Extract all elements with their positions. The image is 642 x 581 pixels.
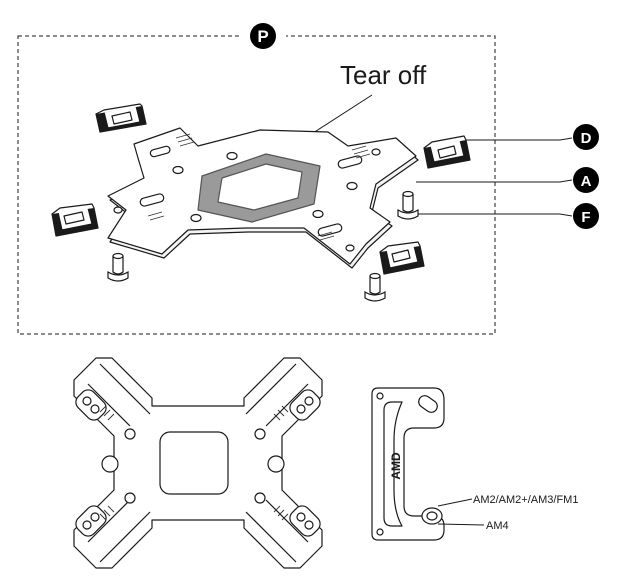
leader-lines (416, 137, 573, 217)
mounting-clip (95, 103, 147, 133)
flat-backplate (73, 357, 323, 569)
amd-brand-label: AMD (389, 452, 403, 480)
mounting-clip (51, 203, 99, 237)
group-marker-p: P (240, 22, 286, 52)
accessory-kit-panel: P Tear off (17, 22, 599, 335)
standoff-pin (107, 252, 129, 282)
socket-leaders (437, 498, 485, 526)
svg-text:F: F (581, 209, 590, 226)
svg-text:D: D (581, 130, 592, 147)
marker-d: D (573, 124, 599, 150)
standoff-pin (397, 190, 419, 220)
marker-a: A (573, 167, 599, 193)
svg-text:A: A (581, 173, 592, 190)
socket-label-am4: AM4 (486, 520, 509, 532)
marker-f: F (573, 203, 599, 229)
amd-bracket (371, 387, 445, 541)
tear-off-label: Tear off (340, 60, 427, 90)
mounting-clip (423, 135, 471, 169)
isometric-backplate (107, 127, 419, 269)
socket-label-am2-am3-fm1: AM2/AM2+/AM3/FM1 (473, 494, 578, 506)
standoff-pin (364, 272, 386, 302)
mounting-clip (379, 241, 425, 275)
svg-text:P: P (257, 27, 268, 46)
